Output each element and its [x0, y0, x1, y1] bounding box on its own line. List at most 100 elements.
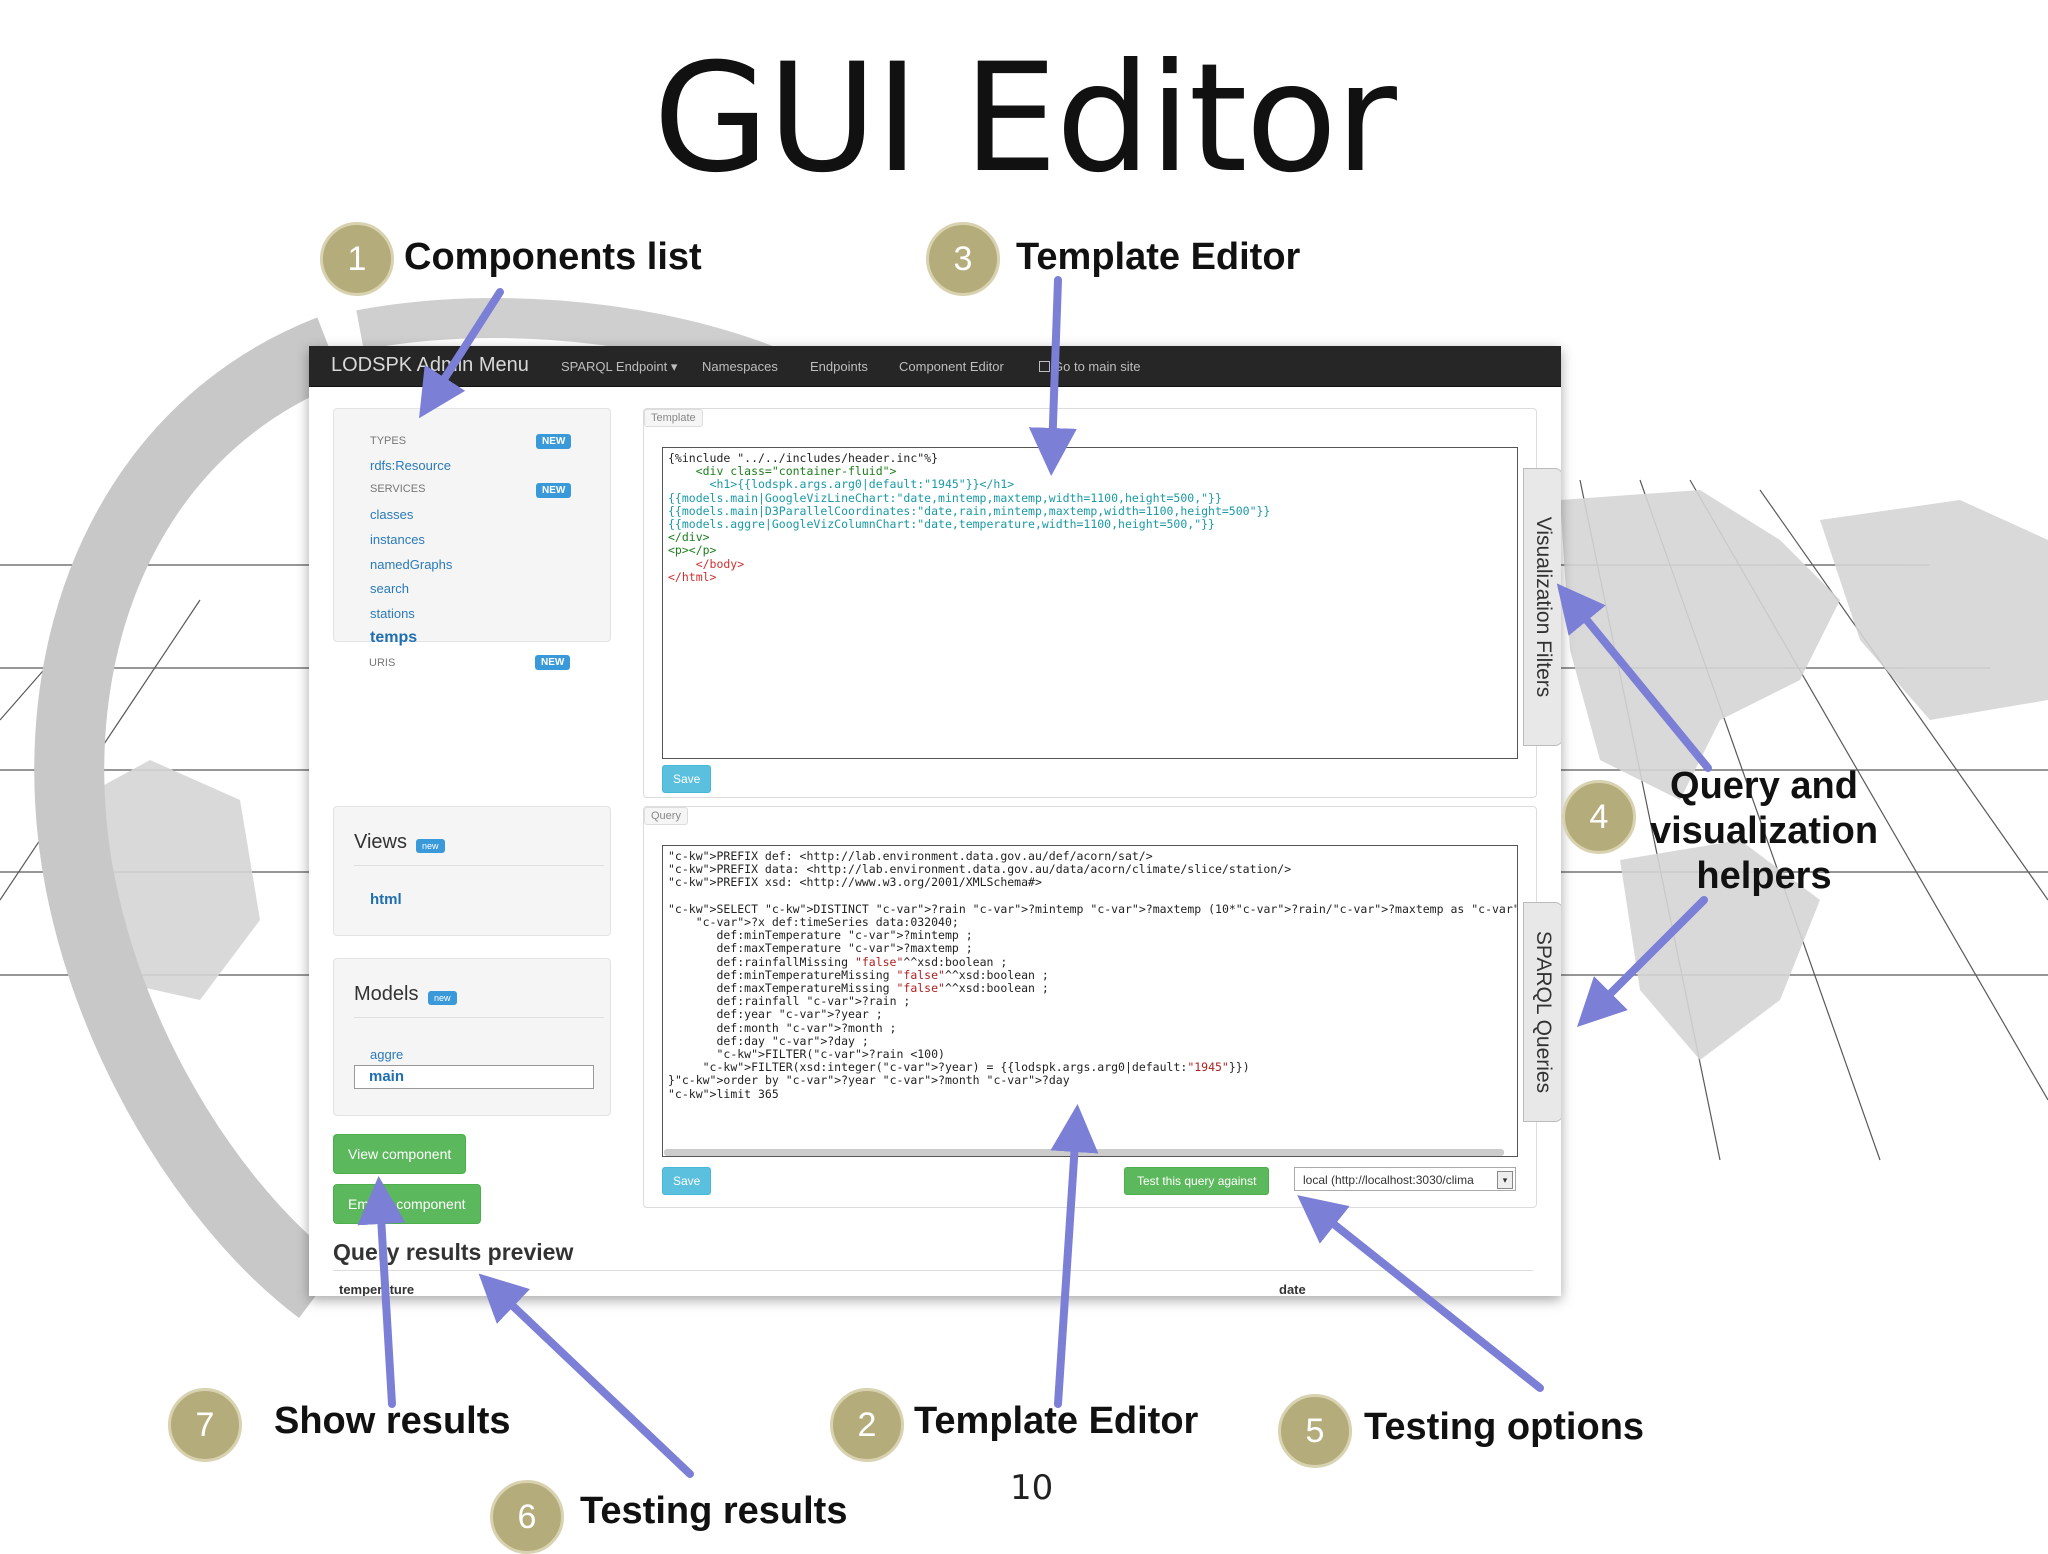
arrow-2 — [1050, 1104, 1099, 1408]
template-fieldset: Template {%include "../../includes/heade… — [643, 408, 1537, 798]
model-main[interactable]: main — [354, 1065, 594, 1089]
arrow-4a — [1556, 583, 1712, 772]
results-divider — [333, 1270, 1533, 1271]
services-new-badge[interactable]: NEW — [536, 483, 572, 498]
slide-title: GUI Editor — [653, 32, 1397, 206]
nav-endpoints[interactable]: Endpoints — [810, 359, 868, 374]
template-code-line: {{models.main|GoogleVizLineChart:"date,m… — [668, 490, 1222, 505]
models-panel: Models new aggre main — [333, 958, 611, 1116]
callout-4-circle: 4 — [1562, 780, 1636, 854]
arrow-7 — [357, 1176, 406, 1408]
nav-sparql-endpoint[interactable]: SPARQL Endpoint ▾ — [561, 359, 678, 374]
query-code-line: "c-kw">PREFIX data: <http://lab.environm… — [668, 862, 1292, 877]
query-code-line: def:minTemperatureMissing "false"^^xsd:b… — [668, 967, 1049, 982]
component-namedgraphs[interactable]: namedGraphs — [370, 557, 453, 572]
template-code-line: <h1>{{lodspk.args.arg0|default:"1945"}}<… — [668, 477, 1015, 492]
component-search[interactable]: search — [370, 581, 410, 596]
query-save-button[interactable]: Save — [662, 1167, 712, 1195]
template-code-line: <p></p> — [668, 543, 717, 558]
results-title: Query results preview — [333, 1239, 574, 1265]
query-code-line: "c-kw">FILTER(xsd:integer("c-var">?year)… — [702, 1060, 1250, 1075]
query-code-line: "c-kw">PREFIX def: <http://lab.environme… — [668, 849, 1153, 863]
template-code-line: </body> — [668, 556, 745, 571]
view-component-button[interactable]: View component — [333, 1134, 467, 1174]
nav-main-site[interactable]: Go to main site — [1039, 359, 1140, 374]
top-navbar: LODSPK Admin Menu SPARQL Endpoint ▾ Name… — [309, 346, 1561, 387]
views-divider — [354, 865, 604, 866]
nav-namespaces[interactable]: Namespaces — [702, 359, 778, 374]
query-code-line: def:minTemperature "c-var">?mintemp ; — [668, 928, 973, 943]
endpoint-select-value: local (http://localhost:3030/clima — [1303, 1173, 1474, 1187]
template-code-line: {{models.aggre|GoogleVizColumnChart:"dat… — [668, 517, 1215, 532]
model-aggre[interactable]: aggre — [370, 1047, 404, 1062]
template-code-line: {{models.main|D3ParallelCoordinates:"dat… — [668, 503, 1271, 518]
results-column-temperature: temperature — [339, 1282, 415, 1296]
template-code-line: </html> — [668, 569, 717, 584]
services-header: SERVICES — [370, 483, 426, 495]
arrow-5 — [1297, 1195, 1544, 1392]
template-code-line: </div> — [668, 530, 710, 545]
callout-7-label: Show results — [274, 1400, 511, 1442]
views-panel: Views new html — [333, 806, 611, 936]
types-header: TYPES — [370, 435, 407, 447]
callout-2-label: Template Editor — [914, 1400, 1199, 1442]
uris-new-badge[interactable]: NEW — [535, 655, 571, 670]
query-code-line: "c-kw">FILTER("c-var">?rain <100) — [716, 1047, 945, 1062]
query-code-line: }"c-kw">order by "c-var">?year "c-var">?… — [668, 1073, 1070, 1088]
chevron-down-icon: ▾ — [1497, 1171, 1513, 1189]
query-code-line: "c-kw">SELECT "c-kw">DISTINCT "c-var">?r… — [668, 901, 1518, 916]
callout-3-label: Template Editor — [1016, 236, 1301, 278]
component-rdfs-resource[interactable]: rdfs:Resource — [370, 458, 451, 473]
callout-6-label: Testing results — [580, 1490, 848, 1532]
component-stations[interactable]: stations — [370, 606, 415, 621]
views-new-badge[interactable]: new — [416, 839, 445, 853]
components-list-panel: TYPES NEW rdfs:Resource SERVICES NEW cla… — [333, 408, 611, 646]
tab-sparql-queries[interactable]: SPARQL Queries — [1523, 902, 1561, 1122]
models-title: Models — [354, 983, 419, 1005]
query-code-line: "c-kw">limit 365 — [668, 1086, 779, 1101]
template-save-button[interactable]: Save — [662, 765, 712, 793]
query-code-line: def:day "c-var">?day ; — [668, 1033, 869, 1048]
arrow-6 — [478, 1273, 694, 1478]
external-link-icon — [1039, 361, 1050, 372]
template-code-editor[interactable]: {%include "../../includes/header.inc"%} … — [662, 447, 1518, 759]
nav-main-site-label: Go to main site — [1053, 359, 1141, 374]
query-code-line: "c-kw">PREFIX xsd: <http://www.w3.org/20… — [668, 875, 1042, 890]
admin-screenshot: LODSPK Admin Menu SPARQL Endpoint ▾ Name… — [309, 346, 1561, 1296]
component-temps[interactable]: temps — [370, 629, 418, 646]
views-title: Views — [354, 831, 407, 853]
callout-1-circle: 1 — [320, 222, 394, 296]
results-column-date: date — [1279, 1282, 1306, 1296]
tab-visualization-filters[interactable]: Visualization Filters — [1523, 468, 1561, 746]
template-code-line: {%include "../../includes/header.inc"%} — [668, 451, 939, 465]
callout-3-circle: 3 — [926, 222, 1000, 296]
component-instances[interactable]: instances — [370, 532, 425, 547]
callout-7-circle: 7 — [168, 1388, 242, 1462]
test-query-button[interactable]: Test this query against — [1124, 1167, 1270, 1195]
callout-2-circle: 2 — [830, 1388, 904, 1462]
models-divider — [354, 1017, 604, 1018]
callout-6-circle: 6 — [490, 1480, 564, 1554]
view-html[interactable]: html — [370, 891, 402, 908]
query-code-line: def:rainfallMissing "false"^^xsd:boolean… — [668, 954, 1008, 969]
arrow-3 — [1028, 276, 1077, 476]
page-number: 10 — [1010, 1468, 1054, 1508]
query-code-editor[interactable]: "c-kw">PREFIX def: <http://lab.environme… — [662, 845, 1518, 1157]
callout-1-label: Components list — [404, 236, 702, 278]
models-new-badge[interactable]: new — [428, 991, 457, 1005]
query-code-line: def:maxTemperatureMissing "false"^^xsd:b… — [668, 981, 1049, 996]
query-code-line: def:month "c-var">?month ; — [668, 1020, 897, 1035]
query-code-line: def:year "c-var">?year ; — [668, 1007, 883, 1022]
query-code-line: "c-var">?x def:timeSeries data:032040; — [695, 915, 959, 930]
callout-4-label: Query and visualization helpers — [1649, 765, 1879, 897]
query-legend: Query — [644, 807, 688, 825]
uris-header: URIS — [369, 657, 396, 669]
endpoint-select[interactable]: local (http://localhost:3030/clima ▾ — [1294, 1167, 1516, 1191]
types-new-badge[interactable]: NEW — [536, 434, 572, 449]
template-code-line: <div class="container-fluid"> — [668, 464, 897, 479]
nav-component-editor[interactable]: Component Editor — [899, 359, 1004, 374]
callout-5-circle: 5 — [1278, 1394, 1352, 1468]
component-classes[interactable]: classes — [370, 507, 414, 522]
